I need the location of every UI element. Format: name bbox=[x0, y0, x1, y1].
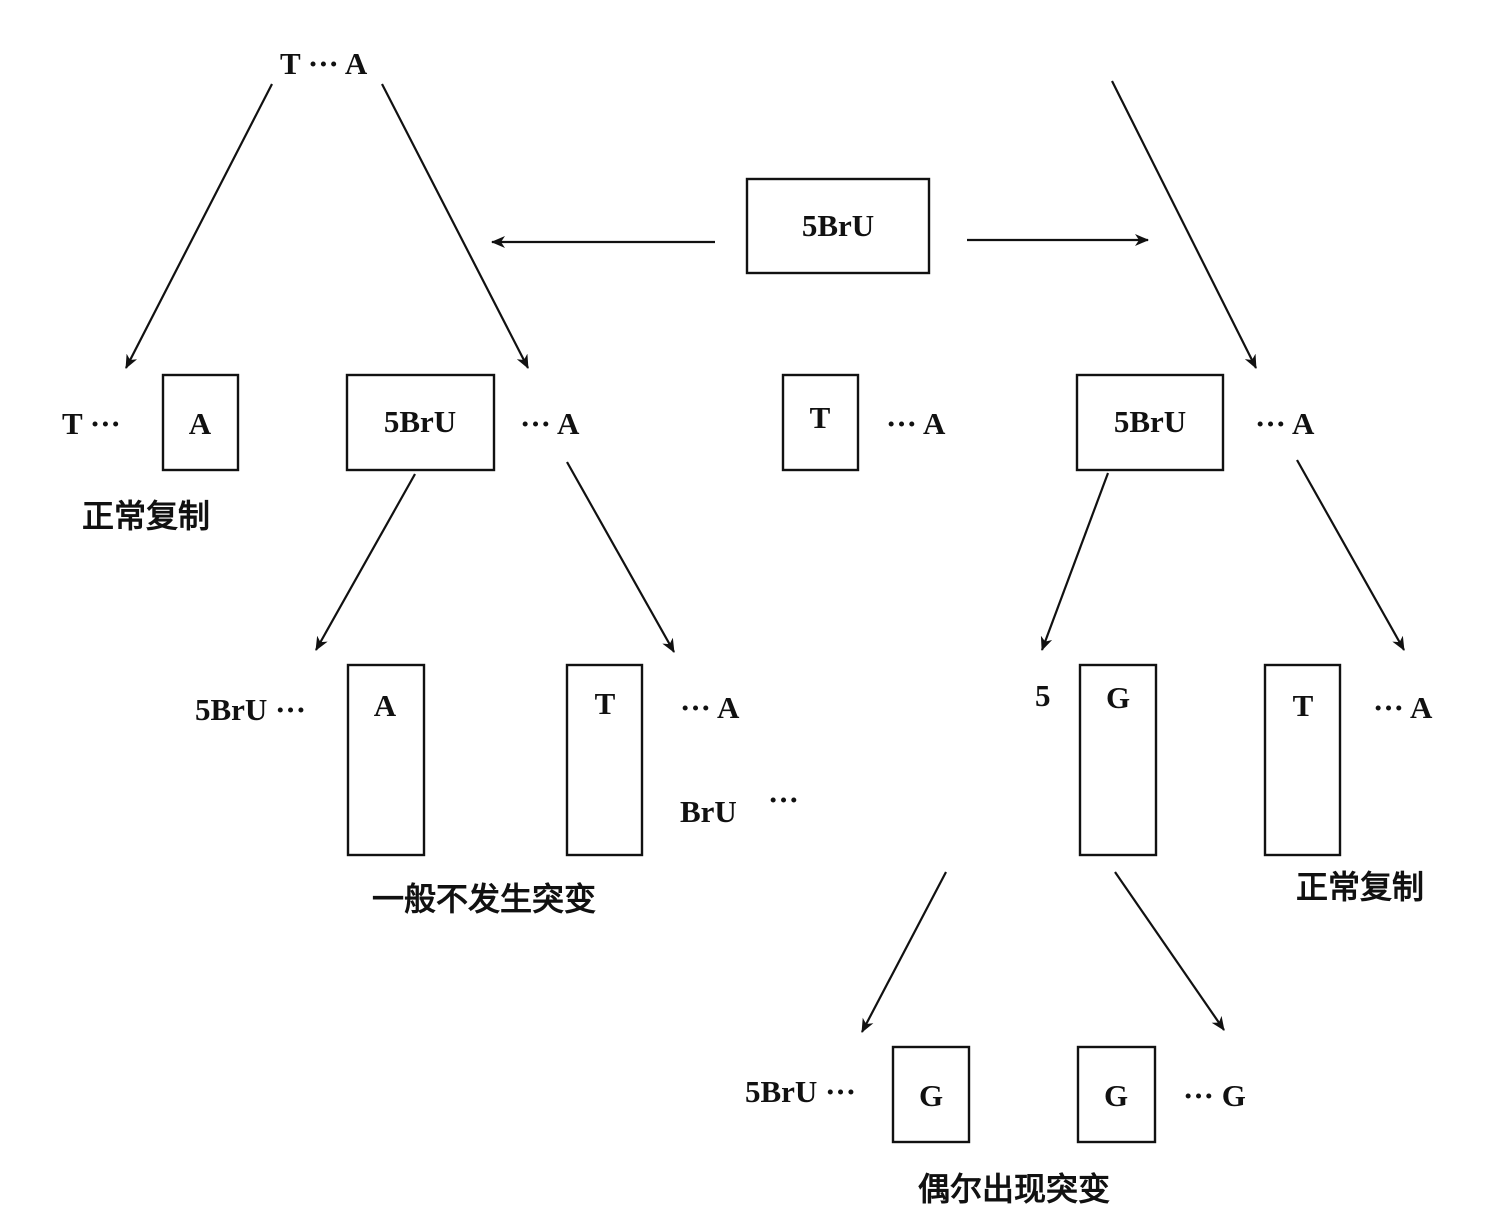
row3-bru-dots: ··· bbox=[768, 782, 799, 817]
row2-box-a-label: A bbox=[189, 406, 212, 441]
top-pair-label: T ··· A bbox=[280, 46, 368, 81]
row3-five-label: 5 bbox=[1035, 678, 1051, 713]
arrow-5bru-to-a bbox=[315, 473, 416, 651]
caption-normal-replication-right: 正常复制 bbox=[1296, 868, 1424, 906]
row3-left-5bru-dots: 5BrU ··· bbox=[195, 692, 306, 727]
row3-box-a-label: A bbox=[374, 688, 397, 723]
row4-box-g-1 bbox=[891, 1045, 971, 1144]
caption-occasional-mutation: 偶尔出现突变 bbox=[918, 1170, 1110, 1208]
row3-box-t-2 bbox=[1263, 663, 1342, 857]
arrow-5bru2-dots-to-t bbox=[1296, 459, 1405, 651]
row3-box-t-2-label: T bbox=[1293, 688, 1314, 723]
row3-box-g bbox=[1078, 663, 1158, 857]
row2-dots-a-3: ··· A bbox=[1255, 406, 1315, 441]
arrow-5bru2-to-g bbox=[1040, 472, 1110, 651]
row4-box-g-2 bbox=[1076, 1045, 1157, 1144]
caption-normal-replication-left: 正常复制 bbox=[82, 497, 210, 535]
row2-box-t-label: T bbox=[810, 400, 831, 435]
row3-bru-label: BrU bbox=[680, 794, 737, 829]
row2-left-dots: T ··· bbox=[62, 406, 121, 441]
center-5bru-box bbox=[745, 177, 931, 275]
arrow-topright-to-5bru bbox=[1111, 80, 1257, 369]
row2-box-5bru-label: 5BrU bbox=[384, 404, 456, 439]
caption-no-mutation: 一般不发生突变 bbox=[372, 880, 596, 918]
arrow-top-to-left bbox=[125, 83, 273, 369]
arrow-g-to-left bbox=[861, 871, 947, 1033]
row4-box-g-2-label: G bbox=[1104, 1078, 1128, 1113]
row2-box-5bru-2-label: 5BrU bbox=[1114, 404, 1186, 439]
row3-box-t-label: T bbox=[595, 686, 616, 721]
row4-left-5bru-dots: 5BrU ··· bbox=[745, 1074, 856, 1109]
row3-box-a bbox=[346, 663, 426, 857]
row3-dots-a-1: ··· A bbox=[680, 690, 740, 725]
row2-box-5bru-2 bbox=[1075, 373, 1225, 472]
row3-box-t bbox=[565, 663, 644, 857]
arrow-5bru-dots-to-t bbox=[566, 461, 675, 653]
arrow-g-to-right bbox=[1114, 871, 1225, 1031]
row2-dots-a-1: ··· A bbox=[520, 406, 580, 441]
row2-box-5bru bbox=[345, 373, 496, 472]
row3-box-g-label: G bbox=[1106, 680, 1130, 715]
row3-dots-a-2: ··· A bbox=[1373, 690, 1433, 725]
row2-box-t bbox=[781, 373, 860, 472]
row2-dots-a-2: ··· A bbox=[886, 406, 946, 441]
row2-box-a bbox=[161, 373, 240, 472]
row4-box-g-1-label: G bbox=[919, 1078, 943, 1113]
row4-dots-g: ··· G bbox=[1183, 1078, 1246, 1113]
arrow-top-to-5bru bbox=[381, 83, 529, 369]
center-5bru-label: 5BrU bbox=[802, 208, 874, 243]
